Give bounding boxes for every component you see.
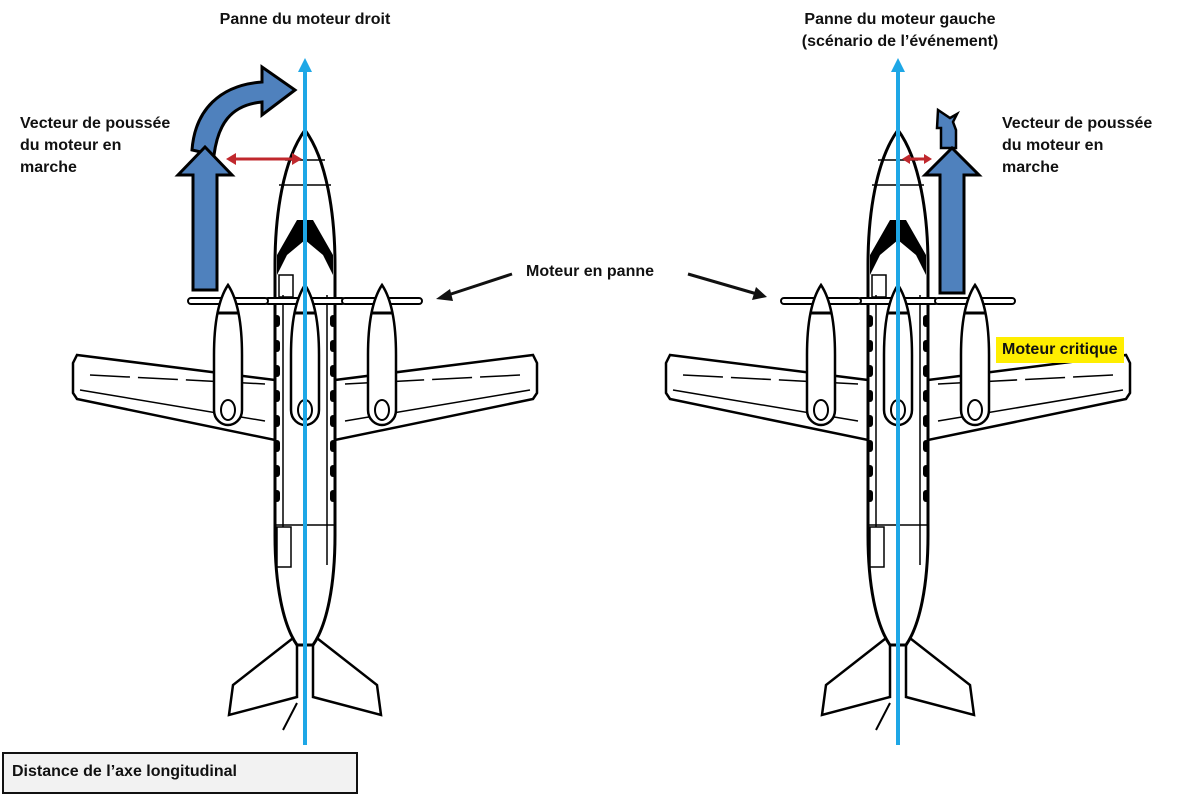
title-left-text: Panne du moteur droit bbox=[219, 11, 391, 28]
legend-box: Distance de l’axe longitudinal bbox=[2, 752, 358, 794]
title-right-engine-failure: Panne du moteur droit bbox=[190, 9, 420, 31]
thrust-label-line2: du moteur en bbox=[20, 137, 122, 154]
thrust-label-line1: Vecteur de poussée bbox=[20, 115, 171, 132]
thrust-vector-arrow-right bbox=[921, 145, 983, 295]
thrust-vector-label-right: Vecteur de poussée du moteur en marche bbox=[1002, 113, 1182, 179]
thrust-vector-label-left: Vecteur de poussée du moteur en marche bbox=[20, 113, 200, 179]
longitudinal-axis-right bbox=[891, 58, 905, 745]
thrust-label-line3: marche bbox=[1002, 159, 1059, 176]
thrust-label-line1: Vecteur de poussée bbox=[1002, 115, 1153, 132]
yaw-small-arrow bbox=[935, 107, 960, 150]
failed-engine-label: Moteur en panne bbox=[526, 263, 655, 280]
distance-arrow-right bbox=[902, 154, 932, 164]
failed-engine-pointer-right bbox=[687, 272, 767, 300]
thrust-vector-arrow-left bbox=[174, 144, 236, 292]
longitudinal-axis-left bbox=[298, 58, 312, 745]
distance-arrow-left bbox=[226, 153, 302, 165]
title-left-engine-failure: Panne du moteur gauche (scénario de l’év… bbox=[740, 9, 1060, 53]
title-right-line2: (scénario de l’événement) bbox=[801, 33, 999, 50]
thrust-label-line2: du moteur en bbox=[1002, 137, 1104, 154]
yaw-curved-arrow bbox=[190, 64, 298, 157]
failed-engine-pointer-left bbox=[436, 272, 513, 301]
thrust-label-line3: marche bbox=[20, 159, 77, 176]
title-right-line1: Panne du moteur gauche bbox=[804, 11, 996, 28]
critical-engine-badge: Moteur critique bbox=[996, 337, 1124, 363]
legend-text: Distance de l’axe longitudinal bbox=[12, 763, 237, 780]
